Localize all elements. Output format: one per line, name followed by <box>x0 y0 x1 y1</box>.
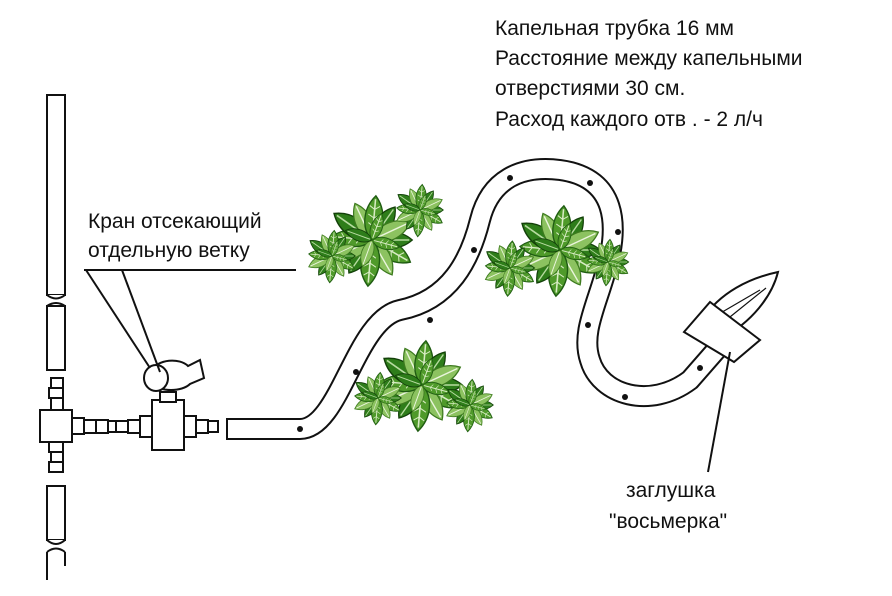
drip-tube-icon <box>226 158 734 440</box>
shutoff-valve-icon <box>115 358 219 451</box>
leader-lines <box>84 269 731 473</box>
spec-line-tube-size: Капельная трубка 16 мм <box>495 17 734 40</box>
valve-label-line-2: отдельную ветку <box>88 239 250 262</box>
tee-fitting-icon <box>39 377 117 473</box>
figure-eight-plug-icon <box>682 270 780 364</box>
plug-label-line-2: "восьмерка" <box>609 510 728 533</box>
main-pipe-icon <box>46 94 66 580</box>
spec-line-spacing: Расстояние между капельными <box>495 47 803 70</box>
plug-label-line-1: заглушка <box>626 479 716 502</box>
spec-line-spacing-value: отверстиями 30 см. <box>495 77 686 100</box>
spec-line-flow-rate: Расход каждого отв . - 2 л/ч <box>495 108 763 131</box>
valve-label-line-1: Кран отсекающий <box>88 210 262 233</box>
strawberry-plant-icon <box>306 184 630 432</box>
